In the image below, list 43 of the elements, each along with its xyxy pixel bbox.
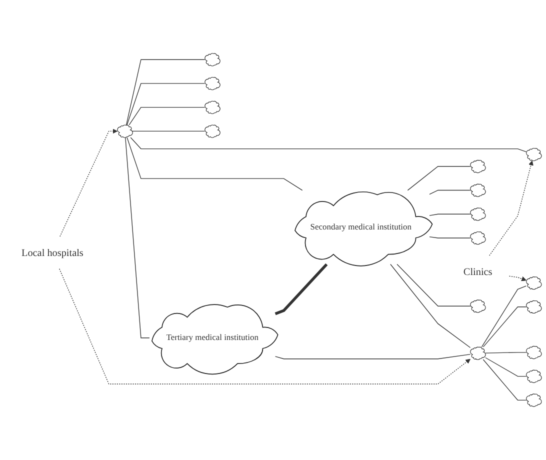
node-text: Local hospitals <box>21 246 84 258</box>
connector <box>396 264 471 306</box>
node-cloud <box>526 148 542 162</box>
node-cloud <box>526 346 542 360</box>
arrow <box>60 128 118 237</box>
connector <box>482 306 527 348</box>
node-cloud <box>526 276 542 290</box>
arrow <box>508 276 526 282</box>
connector <box>482 359 527 400</box>
connector <box>429 190 471 195</box>
connector <box>429 214 471 216</box>
node-cloud <box>470 160 486 174</box>
node-cloud <box>470 232 486 245</box>
connector <box>274 354 471 360</box>
connector <box>429 236 471 238</box>
node-cloud <box>526 300 542 314</box>
node-cloud <box>204 53 220 66</box>
node-cloud <box>117 124 133 138</box>
node-cloud <box>470 300 486 313</box>
node-cloud <box>204 124 220 138</box>
node-text: Clinics <box>463 266 492 278</box>
arrow <box>59 268 470 384</box>
connector <box>130 137 527 152</box>
connector <box>481 286 527 348</box>
arrow <box>489 160 534 256</box>
connector <box>126 137 303 191</box>
connector <box>485 357 527 377</box>
connector <box>126 83 206 126</box>
connector <box>132 130 206 132</box>
connector <box>274 263 328 316</box>
node-cloud <box>470 208 486 221</box>
connector <box>128 107 206 126</box>
connector <box>126 59 206 126</box>
node-cloud <box>470 184 486 197</box>
connector <box>125 137 150 338</box>
connector <box>485 352 527 354</box>
connector <box>390 264 471 348</box>
node-cloud <box>204 100 220 114</box>
node-cloud <box>526 370 542 383</box>
node-cloud <box>204 77 220 90</box>
connector <box>407 166 471 191</box>
node-cloud <box>470 346 486 360</box>
node-cloud <box>526 394 542 407</box>
